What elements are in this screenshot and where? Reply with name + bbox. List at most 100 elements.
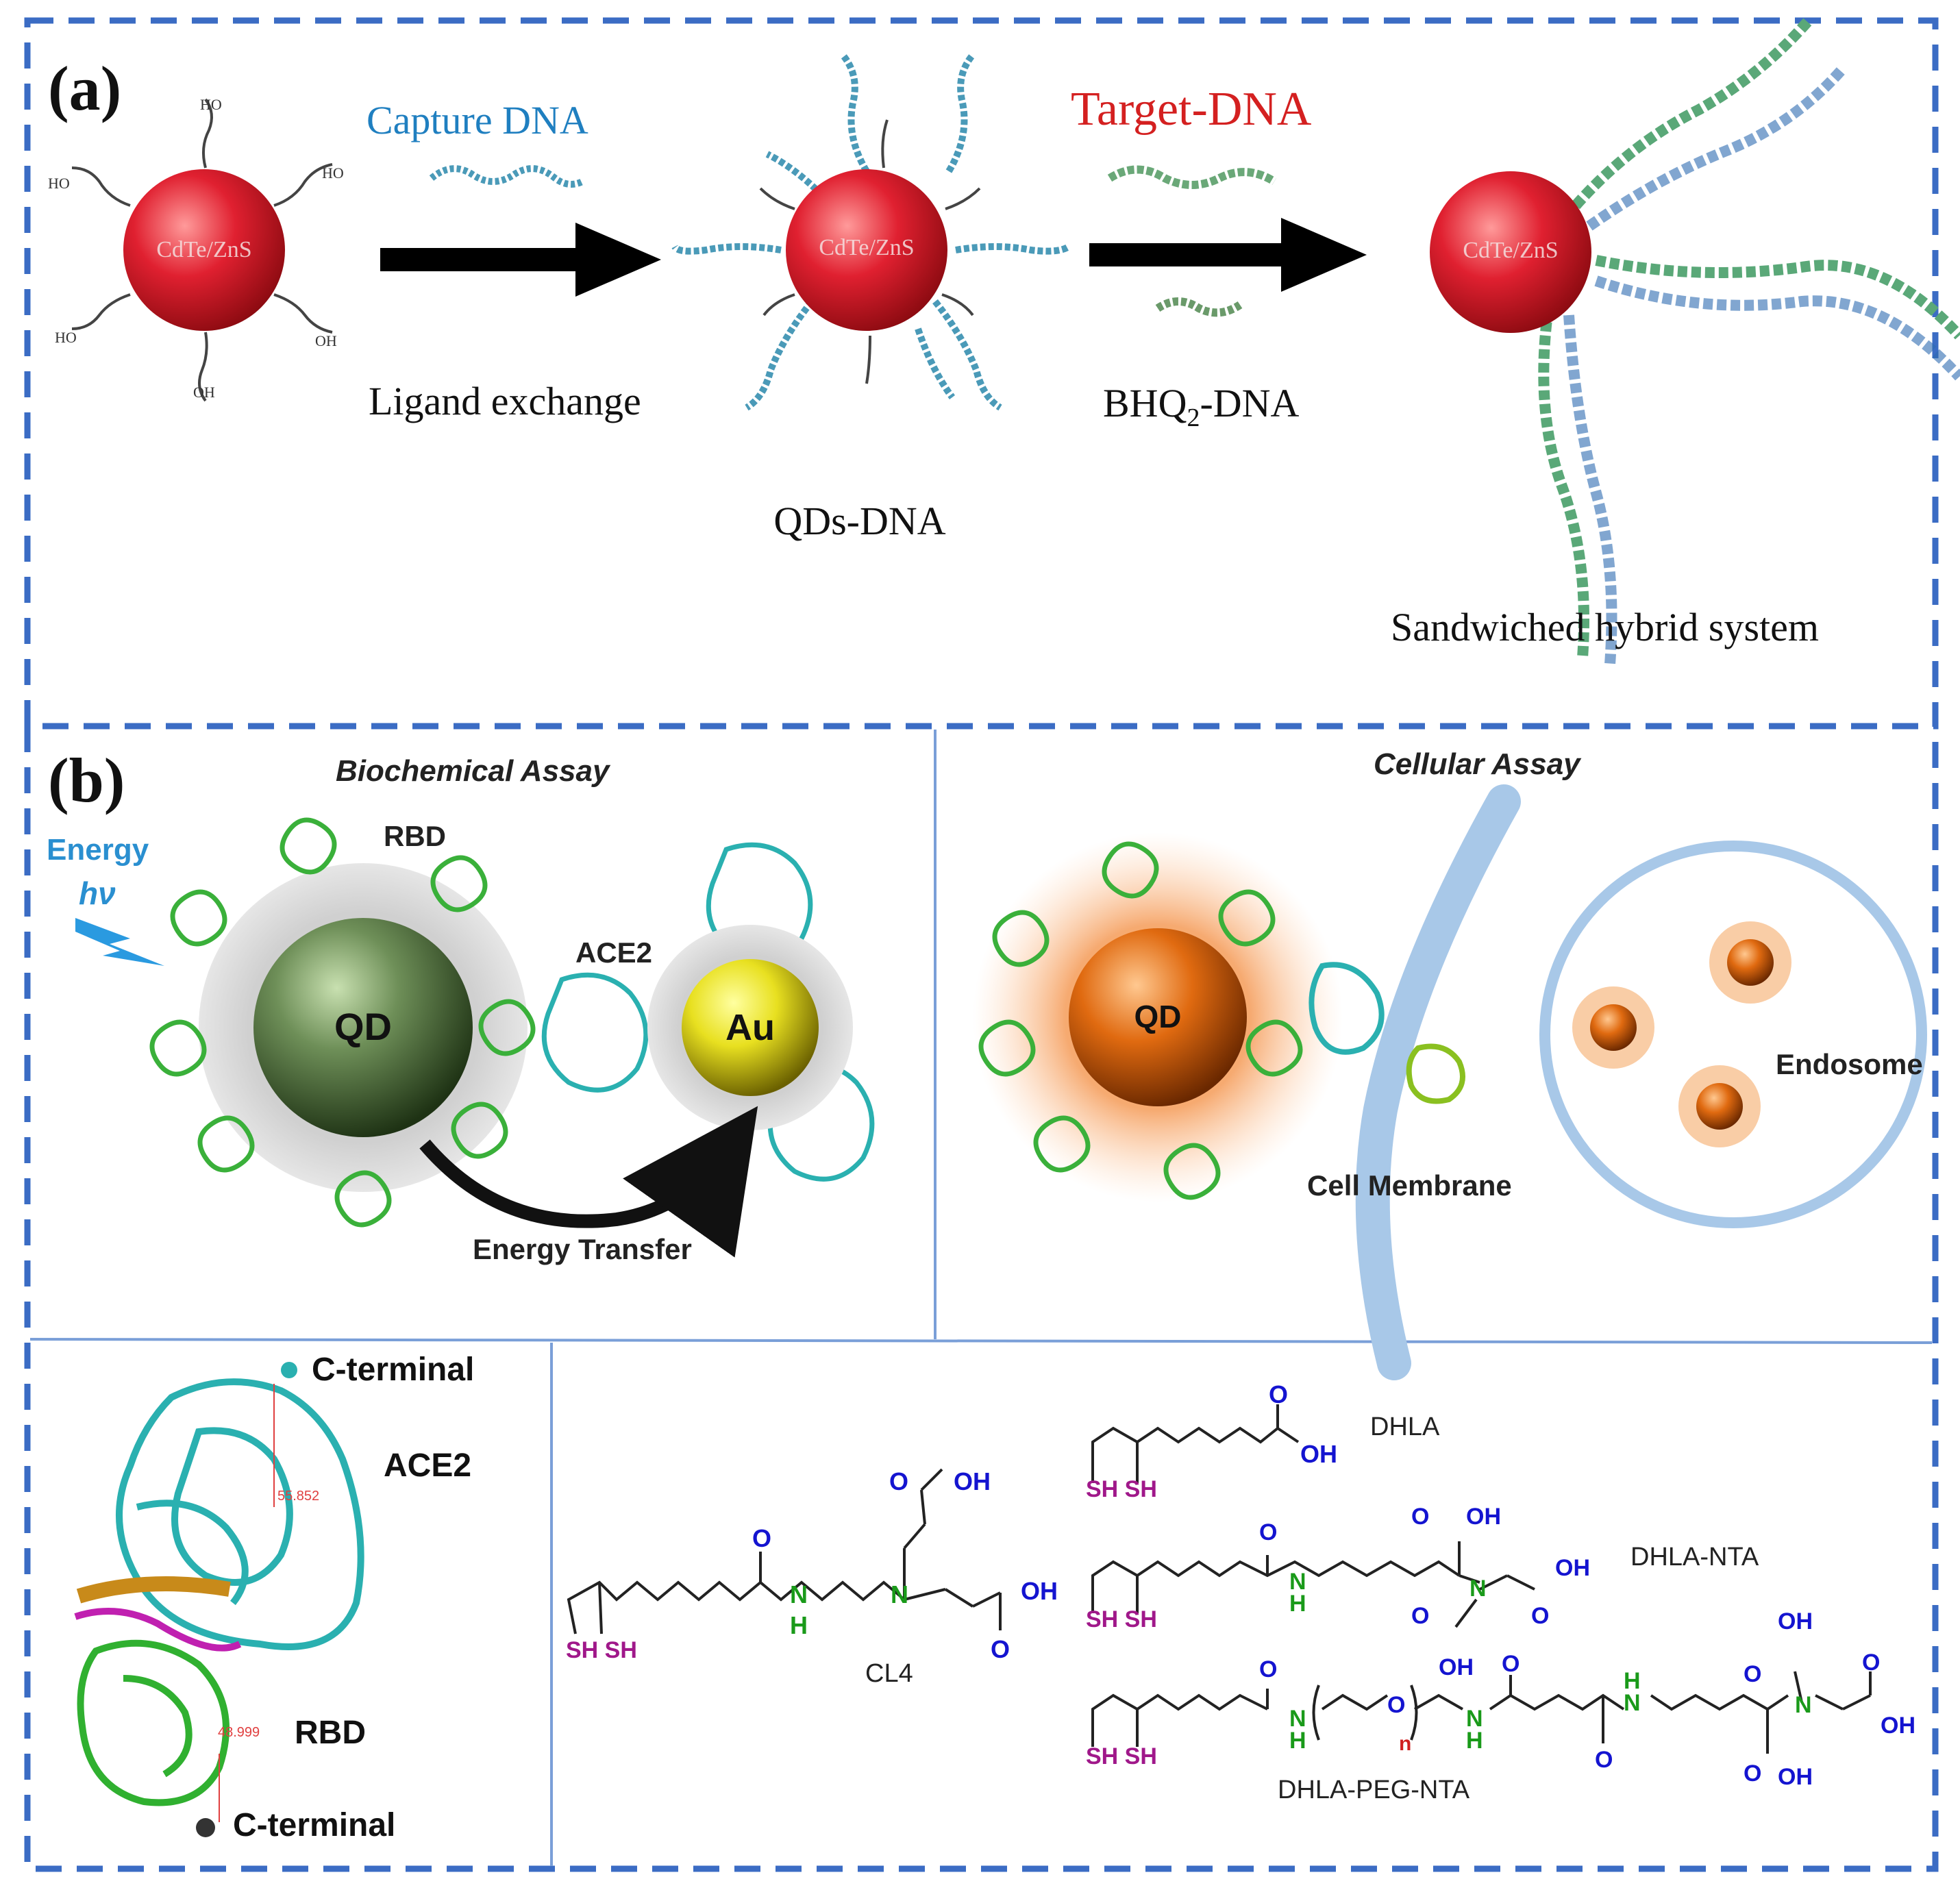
svg-text:SH SH: SH SH (1086, 1606, 1157, 1632)
svg-text:OH: OH (315, 332, 337, 349)
cell-membrane-label: Cell Membrane (1307, 1169, 1512, 1202)
biochemical-title: Biochemical Assay (336, 754, 611, 788)
ace2-structure (116, 1378, 364, 1650)
svg-text:HO: HO (200, 96, 222, 113)
svg-text:N: N (790, 1580, 808, 1608)
svg-text:SH SH: SH SH (1086, 1743, 1157, 1769)
ace2-structure-label: ACE2 (384, 1447, 471, 1484)
svg-text:O: O (1595, 1747, 1613, 1773)
panel-b-label: (b) (48, 745, 125, 815)
c-terminal-bottom-label: C-terminal (233, 1807, 395, 1843)
sandwiched-label: Sandwiched hybrid system (1391, 605, 1819, 649)
capture-dna-label: Capture DNA (367, 98, 588, 142)
svg-text:N: N (1469, 1576, 1487, 1602)
svg-text:O: O (1259, 1656, 1277, 1682)
svg-text:N: N (891, 1580, 908, 1608)
endosome (1539, 841, 1927, 1228)
qd-label-biochem: QD (334, 1005, 392, 1048)
svg-text:OH: OH (1778, 1764, 1813, 1790)
target-dna-label: Target-DNA (1071, 83, 1312, 136)
svg-text:H: H (790, 1611, 808, 1639)
svg-text:H: H (1289, 1728, 1306, 1754)
cellular-title: Cellular Assay (1374, 747, 1582, 781)
svg-text:OH: OH (1300, 1440, 1337, 1468)
cell-membrane (1355, 784, 1521, 1380)
sandwiched-system: CdTe/ZnS (1430, 16, 1960, 665)
c-terminal-marker (196, 1818, 215, 1837)
panel-c: 55.852 48.999 C-terminal ACE2 RBD C-term… (74, 1352, 474, 1843)
svg-text:H: H (1289, 1591, 1306, 1617)
energy-transfer-label: Energy Transfer (473, 1233, 692, 1265)
svg-text:OH: OH (1466, 1504, 1501, 1530)
c-terminal-top-label: C-terminal (312, 1352, 474, 1388)
panel-a: (a) HO HO HO HO OH OH CdTe/ZnS (24, 16, 1960, 730)
svg-text:CdTe/ZnS: CdTe/ZnS (1463, 238, 1558, 263)
rbd-proteins (149, 817, 536, 1228)
cl4-structure: O O OH OH O N N H SH SH CL4 (566, 1467, 1058, 1688)
qd-orange-sphere (1069, 928, 1247, 1106)
dhla-structure: O OH SH SH DHLA (1086, 1380, 1440, 1502)
distance-1: 55.852 (277, 1489, 319, 1504)
qd-core-label: CdTe/ZnS (156, 237, 251, 262)
svg-text:HO: HO (55, 329, 77, 346)
svg-text:O: O (1269, 1380, 1288, 1408)
endosome-qds (1572, 921, 1791, 1147)
svg-text:N: N (1289, 1569, 1306, 1595)
svg-text:OH: OH (1439, 1654, 1474, 1680)
qds-dna-label: QDs-DNA (773, 499, 945, 543)
svg-text:N: N (1795, 1692, 1812, 1718)
rbd-proteins-cell (978, 841, 1303, 1200)
svg-text:OH: OH (1021, 1577, 1058, 1605)
target-dna-strand (1107, 165, 1277, 189)
ligand-exchange-label: Ligand exchange (369, 379, 641, 423)
energy-transfer-arrow-icon (419, 1106, 758, 1258)
cl4-label: CL4 (865, 1659, 913, 1688)
bhq-dna-strand (1155, 297, 1243, 317)
dhla-peg-nta-label: DHLA-PEG-NTA (1278, 1776, 1470, 1804)
dhla-nta-structure: O O OH OH O O OH N H N SH SH DHLA-NTA (1086, 1504, 1759, 1680)
svg-text:CdTe/ZnS: CdTe/ZnS (819, 235, 914, 260)
svg-text:O: O (1411, 1504, 1429, 1530)
svg-text:HO: HO (48, 175, 70, 192)
svg-text:O: O (1862, 1650, 1880, 1676)
dhla-peg-nta-structure: O O O O OH O O OH O OH n N H N H H N N (1086, 1608, 1915, 1804)
svg-text:N: N (1289, 1706, 1306, 1732)
svg-text:HO: HO (322, 164, 344, 182)
svg-text:OH: OH (1555, 1555, 1590, 1581)
svg-text:O: O (752, 1524, 771, 1552)
svg-text:O: O (1387, 1692, 1405, 1718)
au-label: Au (725, 1007, 775, 1048)
qd-label-cell: QD (1134, 999, 1182, 1034)
svg-text:H: H (1624, 1668, 1641, 1694)
panel-a-label: (a) (48, 53, 121, 123)
qd-dna: CdTe/ZnS (671, 52, 1071, 411)
svg-text:OH: OH (954, 1467, 991, 1495)
panel-d: O O OH OH O N N H SH SH CL4 O OH SH SH D… (566, 1380, 1915, 1804)
svg-text:n: n (1399, 1732, 1411, 1755)
svg-text:OH: OH (193, 384, 215, 401)
qd-bare: HO HO HO HO OH OH CdTe/ZnS (48, 96, 344, 402)
panel-b: (b) Biochemical Assay Energy hν QD RBD A… (24, 726, 1939, 1872)
qd-green-sphere (253, 918, 473, 1137)
dhla-nta-label: DHLA-NTA (1630, 1543, 1759, 1571)
svg-text:SH SH: SH SH (1086, 1476, 1157, 1502)
dhla-label: DHLA (1370, 1413, 1440, 1441)
svg-text:H: H (1466, 1728, 1483, 1754)
rbd-structure (74, 1576, 242, 1806)
svg-text:SH SH: SH SH (566, 1637, 637, 1663)
svg-text:O: O (1744, 1761, 1761, 1787)
capture-dna-strand (429, 165, 584, 188)
svg-text:N: N (1466, 1706, 1483, 1732)
au-sphere (682, 959, 819, 1096)
svg-text:O: O (1531, 1603, 1549, 1629)
svg-text:N: N (1624, 1690, 1641, 1716)
svg-text:O: O (991, 1635, 1010, 1663)
hv-label: hν (79, 875, 116, 911)
svg-text:O: O (1502, 1651, 1519, 1677)
arrow-hybridization (1089, 218, 1367, 292)
svg-text:OH: OH (1881, 1713, 1915, 1739)
energy-label: Energy (47, 833, 149, 867)
distance-2: 48.999 (218, 1725, 260, 1740)
rbd-structure-label: RBD (295, 1715, 366, 1751)
